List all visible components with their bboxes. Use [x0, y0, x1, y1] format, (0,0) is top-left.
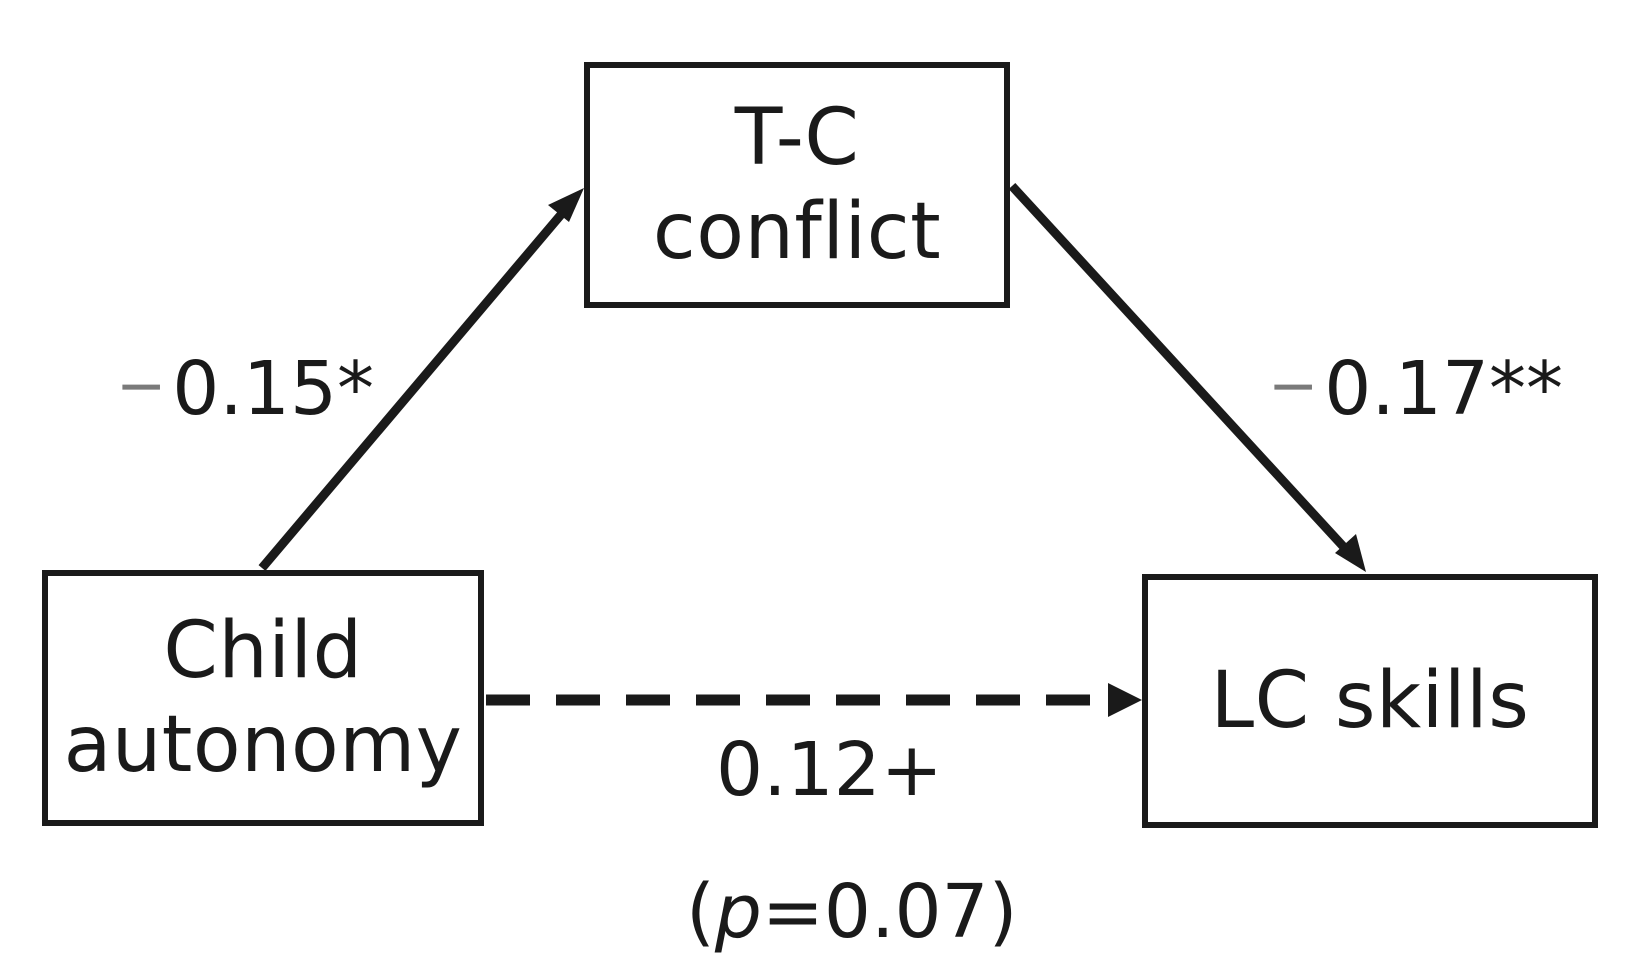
node-tc-conflict-line2: conflict	[652, 187, 942, 277]
node-lc-skills-label: LC skills	[1210, 656, 1530, 746]
path-c-coefficient: 0.12+	[716, 730, 943, 810]
p-value-open-paren: (	[686, 869, 715, 955]
node-child-autonomy-line2: autonomy	[63, 700, 463, 790]
path-c-value: 0.12+	[716, 727, 943, 813]
path-b-value: 0.17**	[1324, 346, 1564, 432]
arrowhead-tc-to-lc	[1335, 534, 1366, 572]
edge-child-to-tc	[258, 201, 574, 571]
node-tc-conflict: T-C conflict	[584, 62, 1010, 308]
node-child-autonomy-line1: Child	[163, 606, 363, 696]
path-a-coefficient: −0.15*	[116, 346, 374, 429]
node-tc-conflict-line1: T-C	[734, 93, 860, 183]
p-value-symbol: p	[714, 869, 762, 955]
path-a-value: 0.15*	[172, 346, 375, 432]
node-child-autonomy: Child autonomy	[42, 570, 484, 826]
p-value-rest: =0.07)	[761, 869, 1018, 955]
arrowhead-child-to-lc	[1108, 683, 1142, 717]
node-lc-skills: LC skills	[1142, 574, 1598, 828]
edge-tc-to-lc	[1008, 182, 1356, 560]
path-a-minus-sign: −	[116, 351, 167, 421]
path-b-minus-sign: −	[1268, 351, 1319, 421]
path-b-coefficient: −0.17**	[1268, 346, 1563, 429]
path-c-p-value: (p=0.07)	[686, 872, 1018, 952]
arrowhead-child-to-tc	[548, 188, 584, 222]
